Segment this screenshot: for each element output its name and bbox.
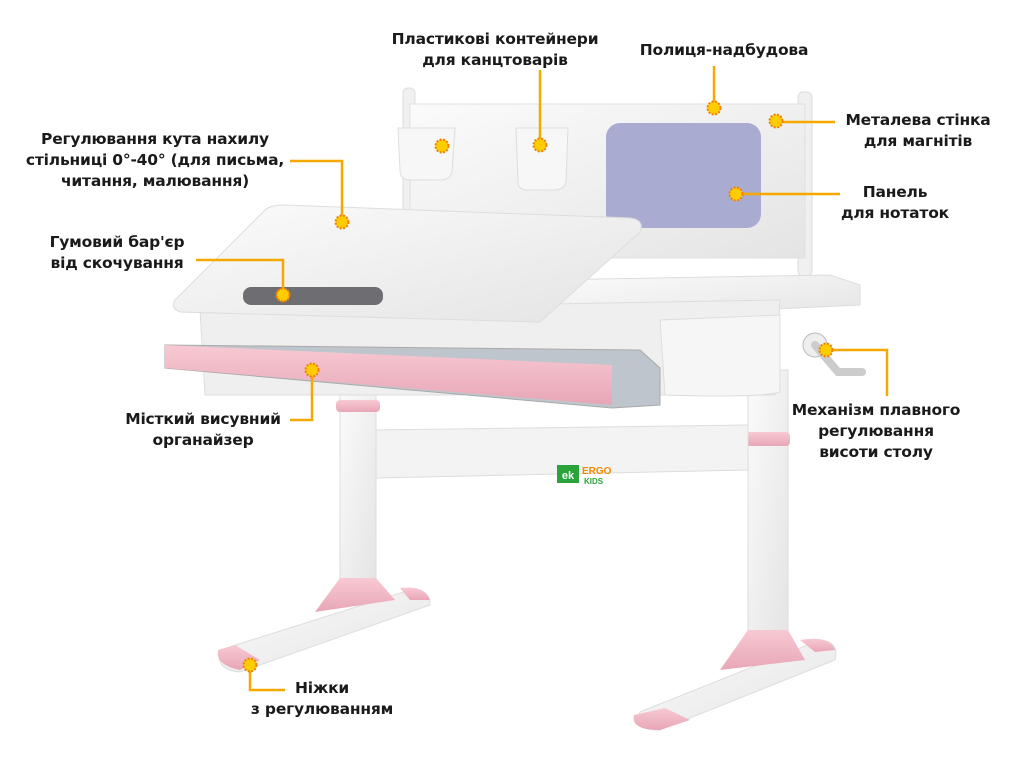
hotspot-markers	[242, 100, 834, 673]
logo-kids: KIDS	[584, 477, 604, 486]
hotspot-icon	[334, 214, 350, 230]
callout-shelf: Полиця-надбудова	[639, 41, 809, 59]
notes-panel	[606, 123, 761, 228]
logo-mark: ek	[562, 470, 575, 482]
container-right	[515, 127, 569, 191]
hotspot-icon	[304, 362, 320, 378]
desktop	[164, 204, 866, 409]
hotspot-icon	[818, 342, 834, 358]
hotspot-icon	[532, 137, 548, 153]
container-left	[397, 127, 456, 181]
hotspot-icon	[728, 186, 744, 202]
leader-lines	[196, 66, 889, 692]
hotspot-icon	[706, 100, 722, 116]
hotspot-icon	[768, 113, 784, 129]
hotspot-icon	[242, 657, 258, 673]
ergokids-logo: ek ERGO KIDS	[557, 465, 612, 486]
hotspot-icon	[434, 138, 450, 154]
rubber-barrier	[243, 287, 383, 305]
legs	[217, 369, 837, 731]
logo-ergo: ERGO	[582, 466, 612, 477]
hotspot-icon	[275, 287, 291, 303]
crossbar	[375, 424, 749, 479]
